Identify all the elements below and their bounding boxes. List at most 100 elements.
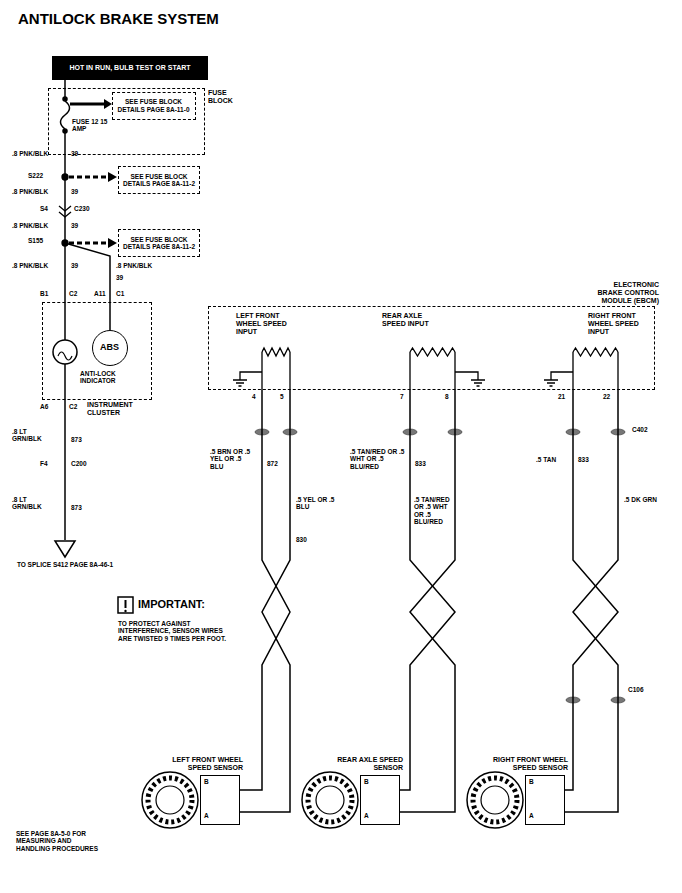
wire-label: 39 — [71, 222, 78, 229]
resistor-symbol — [410, 348, 455, 356]
bulb-filament — [58, 352, 72, 360]
important-icon — [118, 597, 133, 613]
wire-label: .8 PNK/BLK — [12, 188, 60, 195]
node-heading: TO SPLICE S412 PAGE 8A-46-1 — [14, 561, 116, 568]
wire-label: .5 BRN OR .5 YEL OR .5 BLU — [210, 448, 256, 470]
wire-label: 873 — [71, 436, 82, 443]
input-wire — [262, 352, 290, 390]
node-heading: SEE FUSE BLOCK DETAILS PAGE 8A-11-2 — [122, 236, 196, 251]
icon-frame — [118, 597, 133, 613]
wire-label: 4 — [252, 393, 256, 400]
wire-label: 830 — [296, 536, 307, 543]
tone-ring-teeth — [473, 778, 517, 822]
arrow-shaft — [69, 242, 108, 245]
wire-label: 833 — [415, 460, 426, 467]
wire-label: .8 PNK/BLK — [12, 262, 60, 269]
wire — [64, 302, 66, 340]
wire-label: A6 — [40, 403, 48, 410]
wire-label: S4 — [40, 205, 48, 212]
node-heading: FUSE BLOCK — [208, 89, 238, 105]
fuse-element — [61, 101, 70, 129]
arrow-shaft — [70, 103, 104, 106]
wire-connector — [64, 80, 66, 88]
callout-box: SEE FUSE BLOCK DETAILS PAGE 8A-11-2 — [118, 229, 200, 257]
node-heading: LEFT FRONT WHEEL SPEED SENSOR — [163, 756, 243, 772]
wire-label: RIGHT FRONT WHEEL SPEED INPUT — [588, 312, 650, 336]
wire-label: .5 TAN/RED OR .5 WHT OR .5 BLU/RED — [350, 448, 406, 470]
wire-label: C402 — [632, 426, 648, 433]
wire-label: .8 PNK/BLK — [116, 262, 166, 269]
wire-label: TO PROTECT AGAINST INTERFERENCE, SENSOR … — [118, 620, 230, 642]
wire-label: .5 YEL OR .5 BLU — [296, 496, 340, 511]
node-heading: RIGHT FRONT WHEEL SPEED SENSOR — [488, 756, 568, 772]
resistor-symbol — [573, 348, 618, 356]
wire-label: 22 — [603, 393, 610, 400]
arrow-head — [108, 172, 117, 182]
wire-label: LEFT FRONT WHEEL SPEED INPUT — [236, 312, 298, 336]
ground-symbol — [455, 372, 485, 386]
node-heading: ELECTRONIC BRAKE CONTROL MODULE (EBCM) — [595, 281, 659, 305]
wire-label: A — [364, 812, 369, 819]
wire-label: .8 LT GRN/BLK — [12, 496, 56, 511]
wire-label: A — [529, 812, 534, 819]
wire-label: C200 — [71, 460, 87, 467]
wire-label: .5 TAN — [536, 456, 568, 463]
wire-label: .5 DK GRN — [624, 496, 668, 503]
wire-label: 833 — [578, 456, 589, 463]
callout-arrows — [69, 99, 117, 248]
terminal-dot — [63, 129, 67, 133]
wire-label: 39 — [71, 188, 78, 195]
callout-box: SEE FUSE BLOCK DETAILS PAGE 8A-11-2 — [118, 166, 200, 194]
input-wire — [410, 352, 455, 390]
wire — [64, 364, 66, 400]
input-wire — [573, 352, 618, 390]
wire — [109, 302, 111, 330]
wire-label: 8 — [445, 393, 449, 400]
node-heading: ABS — [100, 342, 119, 352]
wire — [64, 133, 66, 155]
bulb-symbol — [53, 340, 77, 364]
wire-label: 39 — [71, 150, 78, 157]
wire-label: B1 — [40, 290, 48, 297]
wire-label: C106 — [628, 686, 644, 693]
wire-label: A11 — [94, 290, 106, 297]
ground-symbol — [233, 372, 262, 386]
wire-label: C2 — [69, 290, 77, 297]
tone-ring — [467, 772, 523, 828]
wire-label: C2 — [69, 403, 77, 410]
wire-connector — [400, 390, 455, 812]
wire-connector — [565, 390, 618, 812]
node-heading: SEE FUSE BLOCK DETAILS PAGE 8A-11-0 — [116, 98, 192, 113]
indicator-lamp: ABS — [92, 330, 128, 366]
wire-label: .8 LT GRN/BLK — [12, 428, 56, 443]
wire-label: IMPORTANT: — [138, 598, 205, 611]
icon-mark — [125, 600, 127, 608]
wire-connector — [400, 390, 455, 790]
wire-label: REAR AXLE SPEED INPUT — [382, 312, 438, 328]
triangle-shape — [55, 541, 75, 557]
branch-wire — [65, 243, 110, 302]
node-heading: INSTRUMENT CLUSTER — [87, 401, 153, 417]
wire-label: S155 — [28, 237, 43, 244]
wire — [64, 88, 66, 97]
wire-label: SEE PAGE 8A-5-0 FOR MEASURING AND HANDLI… — [16, 830, 102, 852]
resistor-symbol — [262, 348, 290, 356]
wire-label: A — [204, 812, 209, 819]
wire-label: 872 — [267, 460, 278, 467]
wire-label: C1 — [116, 290, 124, 297]
inline-connectors — [255, 429, 625, 703]
wire-label: 39 — [71, 262, 78, 269]
splice-triangle: TO SPLICE S412 PAGE 8A-46-1 — [54, 540, 76, 558]
callout-box: SEE FUSE BLOCK DETAILS PAGE 8A-11-0 — [112, 92, 196, 120]
tone-ring-hub — [156, 786, 184, 814]
wire-label: 7 — [400, 393, 404, 400]
fuse-block: FUSE BLOCKSEE FUSE BLOCK DETAILS PAGE 8A… — [48, 88, 205, 155]
wire-label: ANTI-LOCK INDICATOR — [80, 370, 142, 385]
wire-label: 39 — [116, 274, 123, 281]
wire-label: 5 — [280, 393, 284, 400]
instrument-cluster: INSTRUMENT CLUSTERABS — [42, 302, 152, 400]
fuse-symbol — [61, 88, 70, 155]
node-heading: SEE FUSE BLOCK DETAILS PAGE 8A-11-2 — [122, 173, 196, 188]
ebcm-inputs — [233, 348, 618, 390]
power-source-box: HOT IN RUN, BULB TEST OR START — [52, 56, 208, 80]
